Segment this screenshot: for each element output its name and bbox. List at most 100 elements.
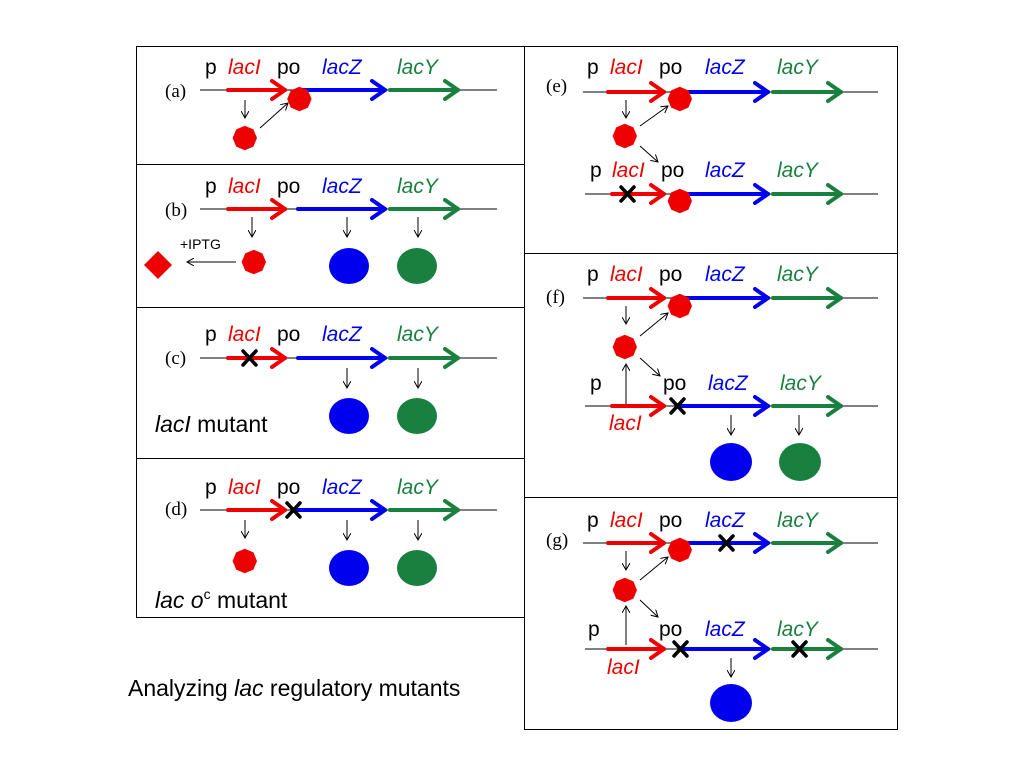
permease-protein [779, 443, 821, 481]
lacz-gene-arrow [678, 395, 770, 417]
laci-gene-arrow [226, 499, 287, 521]
gene-label-laci: lacI [609, 412, 642, 435]
lacz-gene-arrow [678, 81, 770, 103]
laci-gene-arrow [610, 395, 666, 417]
binding-arrow [259, 103, 288, 129]
binding-arrow [639, 106, 668, 127]
lacy-gene-arrow [388, 198, 460, 220]
lacy-gene-arrow [388, 347, 460, 369]
panel-c: (c) p lacI po lacZ lacY lacI mutant [155, 323, 497, 437]
gene-label-po: po [659, 263, 682, 286]
panel-c-label: (c) [165, 348, 186, 369]
binding-arrow [639, 357, 660, 376]
panel-d: (d) p lacI po lacZ lacY lac oc mutant [155, 476, 497, 613]
gene-label-po: po [659, 509, 682, 532]
mutation-x-mark [241, 349, 258, 367]
beta-galactosidase-protein [710, 684, 752, 722]
gene-label-lacz: lacZ [705, 56, 746, 79]
laci-gene-arrow [226, 198, 287, 220]
panel-a-label: (a) [165, 81, 186, 102]
gene-label-p: p [205, 175, 217, 198]
lacz-gene-arrow [296, 79, 387, 101]
lacy-gene-arrow [771, 183, 843, 205]
gene-label-lacy: lacY [777, 618, 820, 641]
figure-caption: Analyzing lac regulatory mutants [128, 675, 460, 701]
lacz-gene-arrow [296, 347, 387, 369]
panel-f-label: (f) [546, 287, 565, 308]
gene-label-p: p [590, 372, 602, 395]
lacz-gene-arrow [296, 198, 387, 220]
gene-label-lacy: lacY [777, 159, 820, 182]
gene-label-lacz: lacZ [708, 372, 749, 395]
laci-gene-arrow [606, 532, 666, 554]
mutation-x-mark [718, 534, 735, 552]
mutation-x-mark [791, 640, 808, 658]
permease-protein [397, 398, 437, 434]
gene-label-lacz: lacZ [705, 509, 746, 532]
mutation-x-mark [285, 501, 302, 519]
gene-label-lacy: lacY [397, 175, 440, 198]
mutation-x-mark [669, 397, 686, 415]
lacy-gene-arrow [771, 81, 843, 103]
gene-label-lacy: lacY [777, 509, 820, 532]
repressor-protein [241, 249, 266, 275]
gene-label-laci: lacI [228, 56, 261, 79]
gene-label-p: p [588, 618, 600, 641]
gene-label-lacy: lacY [777, 56, 820, 79]
binding-arrow [639, 313, 668, 337]
gene-label-p: p [587, 509, 599, 532]
iptg-inducer-repressor-complex [144, 251, 172, 279]
laci-gene-arrow [606, 81, 666, 103]
binding-arrow [639, 557, 668, 581]
gene-label-laci: lacI [228, 323, 261, 346]
panel-f: (f) p lacI po lacZ lacY p po lacZ lacY [546, 263, 878, 481]
repressor-bound-operator [287, 86, 312, 112]
lacz-gene-arrow [296, 499, 387, 521]
panel-e: (e) p lacI po lacZ lacY p lacI po lacZ l… [546, 56, 878, 214]
panel-g-label: (g) [546, 530, 568, 551]
lacy-gene-arrow [771, 532, 843, 554]
gene-label-laci: lacI [610, 509, 643, 532]
repressor-bound-operator [667, 537, 692, 563]
gene-label-p: p [205, 56, 217, 79]
gene-label-lacz: lacZ [705, 618, 746, 641]
gene-label-laci: lacI [607, 656, 640, 679]
binding-arrow [639, 145, 658, 162]
beta-galactosidase-protein [329, 398, 369, 434]
gene-label-po: po [277, 323, 300, 346]
gene-label-lacz: lacZ [705, 263, 746, 286]
permease-protein [397, 248, 437, 284]
beta-galactosidase-protein [329, 550, 369, 586]
lacz-gene-arrow [678, 287, 770, 309]
gene-label-p: p [587, 56, 599, 79]
laci-gene-arrow [610, 183, 666, 205]
beta-galactosidase-protein [329, 248, 369, 284]
gene-label-lacz: lacZ [322, 56, 363, 79]
panel-g-frame [524, 497, 898, 730]
gene-label-po: po [659, 56, 682, 79]
repressor-bound-operator [667, 293, 692, 319]
lacy-gene-arrow [771, 638, 843, 660]
lacy-gene-arrow [771, 395, 843, 417]
lacy-gene-arrow [388, 79, 460, 101]
panel-b: (b) p lacI po lacZ lacY +IPTG [144, 175, 497, 284]
iptg-label: +IPTG [180, 236, 221, 252]
gene-label-lacy: lacY [777, 263, 820, 286]
lacy-gene-arrow [388, 499, 460, 521]
laci-gene-arrow [606, 638, 666, 660]
repressor-protein [612, 577, 637, 603]
gene-label-po: po [277, 476, 300, 499]
gene-label-po: po [661, 159, 684, 182]
laci-gene-arrow [226, 79, 287, 101]
lacy-gene-arrow [771, 287, 843, 309]
gene-label-lacy: lacY [397, 476, 440, 499]
beta-galactosidase-protein [710, 443, 752, 481]
panel-a: (a) p lacI po lacZ lacY [165, 56, 497, 151]
gene-label-lacz: lacZ [322, 175, 363, 198]
mutation-x-mark [619, 185, 636, 203]
repressor-protein [232, 125, 257, 151]
panel-g: (g) p lacI po lacZ lacY p po lacZ lacY [546, 509, 878, 722]
repressor-protein [612, 123, 637, 149]
gene-label-po: po [663, 372, 686, 395]
gene-label-p: p [590, 159, 602, 182]
